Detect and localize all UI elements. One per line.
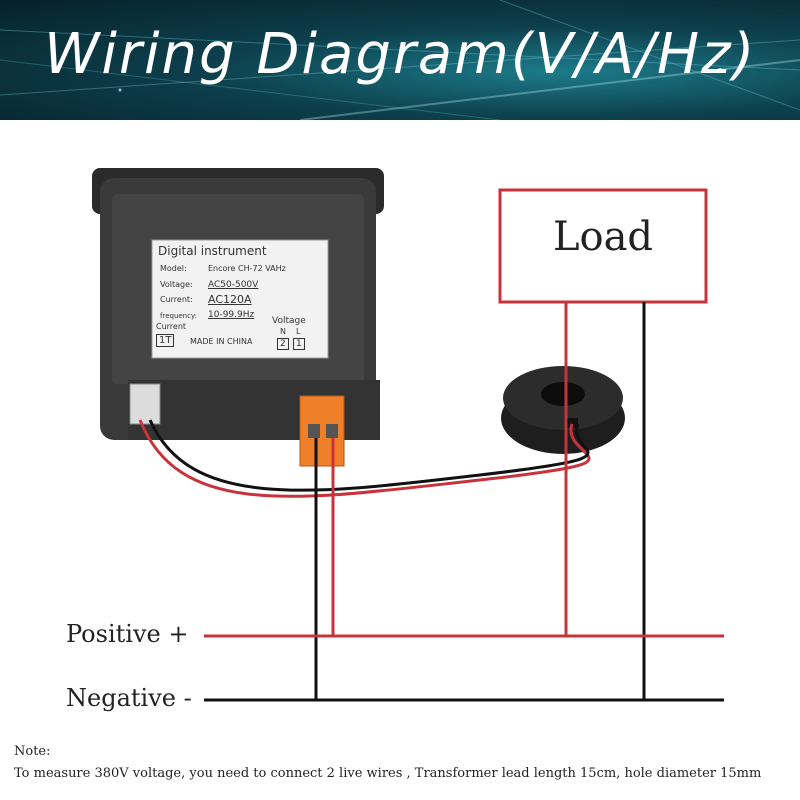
current-connector bbox=[129, 383, 161, 425]
voltage-terminal-n: N bbox=[280, 327, 286, 336]
meter-origin: MADE IN CHINA bbox=[190, 337, 253, 346]
note-text: To measure 380V voltage, you need to con… bbox=[14, 766, 762, 781]
negative-rail-label: Negative - bbox=[66, 684, 192, 712]
load-box bbox=[498, 188, 708, 304]
meter-current-key: Current: bbox=[160, 295, 193, 304]
banner-light-streaks bbox=[0, 0, 800, 120]
ct-lead-red bbox=[138, 419, 591, 498]
meter-frequency-key: frequency: bbox=[160, 312, 197, 320]
meter-voltage-value: AC50-500V bbox=[208, 280, 259, 290]
positive-rail-label: Positive + bbox=[66, 620, 189, 648]
meter-label-heading: Digital instrument bbox=[158, 244, 267, 258]
meter-current-value: AC120A bbox=[208, 293, 252, 306]
voltage-terminal-pin-1: 1 bbox=[293, 338, 305, 350]
voltage-terminal-l: L bbox=[296, 327, 301, 336]
voltage-terminal-label: Voltage bbox=[272, 316, 306, 326]
current-terminal-label: Current bbox=[156, 322, 187, 331]
voltage-terminal-pin-2: 2 bbox=[277, 338, 289, 350]
ct-lead-black bbox=[148, 419, 590, 492]
meter-model-value: Encore CH-72 VAHz bbox=[208, 264, 286, 273]
current-terminal-pin: 1T bbox=[156, 334, 175, 347]
page-title: Wiring Diagram(V/A/Hz) bbox=[44, 22, 757, 87]
note-title: Note: bbox=[14, 744, 51, 759]
meter-model-key: Model: bbox=[160, 264, 187, 273]
meter-voltage-key: Voltage: bbox=[160, 280, 193, 289]
load-label: Load bbox=[552, 214, 654, 260]
header-banner: Wiring Diagram(V/A/Hz) bbox=[0, 0, 800, 120]
meter-frequency-value: 10-99.9Hz bbox=[208, 310, 255, 320]
